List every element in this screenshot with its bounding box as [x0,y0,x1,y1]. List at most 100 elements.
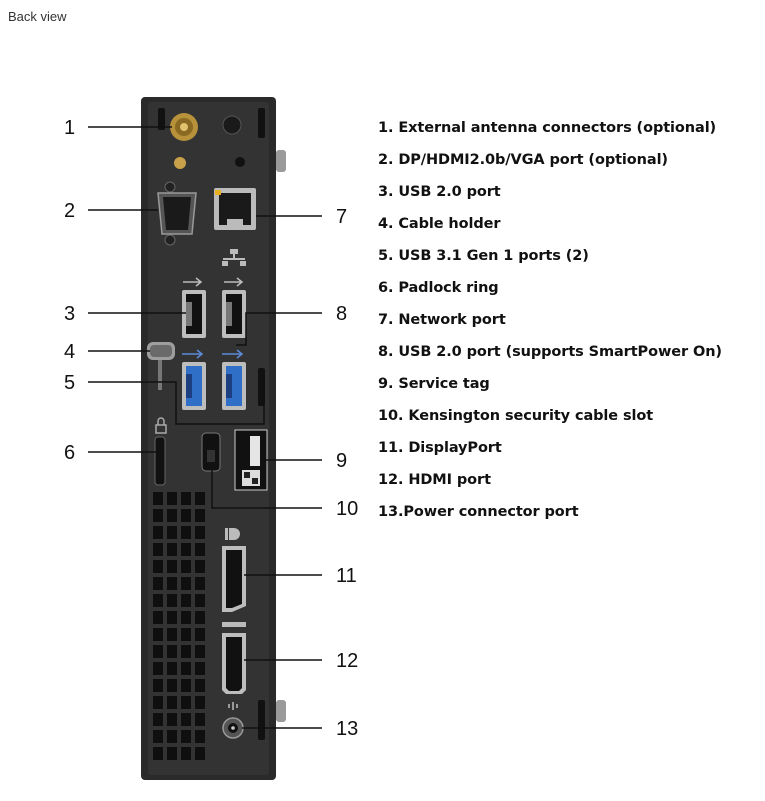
padlock-icon [155,417,167,434]
callout-8: 8 [336,303,347,325]
vent-hole [195,594,205,607]
vent-hole [153,747,163,760]
callout-6: 6 [64,442,75,464]
hdmi-logo [222,622,246,627]
callout-3: 3 [64,303,75,325]
callout-2: 2 [64,200,75,222]
network-port [214,188,256,230]
vent-hole [181,645,191,658]
vent-hole [153,662,163,675]
vent-hole [181,730,191,743]
vent-hole [167,713,177,726]
legend-item-9: 9. Service tag [378,376,490,392]
legend-item-12: 12. HDMI port [378,472,491,488]
vga-port [157,181,197,246]
vent-hole [167,747,177,760]
antenna-nut [174,157,186,169]
power-icon [228,702,238,710]
callout-12: 12 [336,650,358,672]
vent-hole [153,645,163,658]
vent-hole [167,645,177,658]
vent-hole [153,594,163,607]
vent-grid [153,492,205,760]
vent-hole [153,560,163,573]
vent-hole [167,679,177,692]
vent-hole [181,492,191,505]
vent-hole [167,628,177,641]
vent-hole [167,696,177,709]
vent-hole [195,577,205,590]
leader-line-10 [211,470,322,509]
vent-hole [181,560,191,573]
legend-item-7: 7. Network port [378,312,506,328]
vent-hole [195,526,205,539]
vent-slot [258,700,265,740]
port-legend: 1. External antenna connectors (optional… [378,117,722,533]
vent-hole [167,662,177,675]
screw-hole [235,157,245,167]
vent-hole [153,577,163,590]
legend-item-8: 8. USB 2.0 port (supports SmartPower On) [378,344,722,360]
antenna-knockout [222,115,242,135]
vent-hole [181,713,191,726]
leader-lines [88,126,322,729]
power-connector [222,717,244,739]
displayport-icon [225,528,240,540]
padlock-ring [154,436,166,486]
vent-hole [153,679,163,692]
vent-hole [153,526,163,539]
vent-hole [167,577,177,590]
vent-hole [153,543,163,556]
kensington-slot [201,432,221,472]
vent-hole [153,492,163,505]
callout-7: 7 [336,206,347,228]
vent-hole [167,492,177,505]
usb-2-port-right [222,290,246,338]
vent-hole [195,509,205,522]
usb-2-port-left [182,290,206,338]
callout-4: 4 [64,341,75,363]
vent-hole [195,628,205,641]
vent-hole [153,713,163,726]
vent-hole [167,543,177,556]
vent-hole [195,645,205,658]
usb-3-port-right [222,362,246,410]
vent-slot [158,108,165,130]
vent-hole [153,730,163,743]
vent-hole [167,526,177,539]
legend-item-10: 10. Kensington security cable slot [378,408,654,424]
vent-hole [181,509,191,522]
vent-hole [195,696,205,709]
vent-hole [181,747,191,760]
network-icon [222,249,246,266]
vent-hole [153,509,163,522]
legend-item-2: 2. DP/HDMI2.0b/VGA port (optional) [378,152,668,168]
vent-hole [181,611,191,624]
vent-hole [181,662,191,675]
usb-icon [183,277,244,287]
legend-item-11: 11. DisplayPort [378,440,502,456]
vent-hole [195,730,205,743]
vent-hole [167,611,177,624]
antenna-connector [170,113,198,141]
leader-line-5 [88,374,265,425]
vent-hole [181,696,191,709]
usb-3-port-left [182,362,206,410]
vent-hole [153,628,163,641]
displayport [222,546,246,612]
usb-ss-icon [182,349,244,359]
legend-item-3: 3. USB 2.0 port [378,184,501,200]
callout-13: 13 [336,718,358,740]
vent-hole [195,611,205,624]
vent-hole [181,543,191,556]
vent-hole [153,611,163,624]
callout-9: 9 [336,450,347,472]
vent-hole [181,577,191,590]
vent-slot [258,108,265,138]
chassis-screw-top [276,150,286,172]
vent-hole [195,543,205,556]
callout-11: 11 [336,565,357,587]
hdmi-port [222,633,246,694]
legend-item-6: 6. Padlock ring [378,280,499,296]
